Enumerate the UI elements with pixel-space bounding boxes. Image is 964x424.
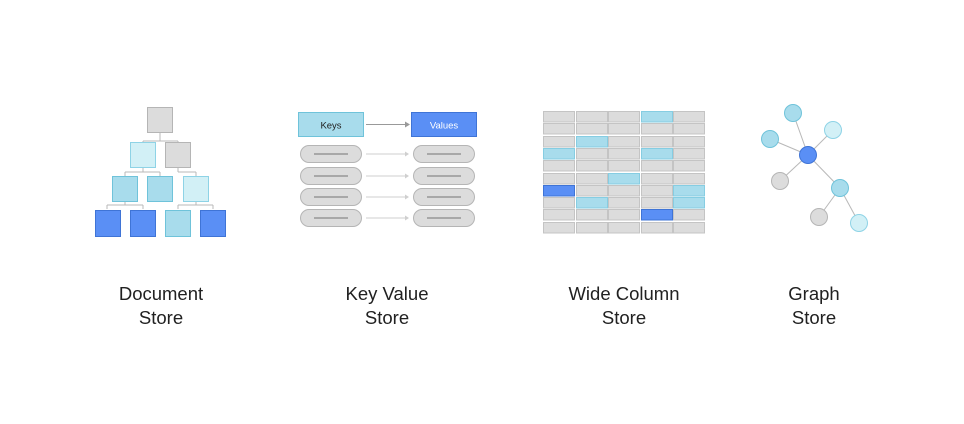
values-box	[411, 112, 477, 137]
document-node	[130, 210, 156, 237]
column-cell	[641, 173, 673, 185]
caption-line: Wide Column	[568, 283, 680, 304]
document-node	[95, 210, 121, 237]
caption-line: Store	[791, 307, 837, 328]
graph-node	[799, 146, 817, 164]
caption-line: Store	[601, 307, 647, 328]
column-cell	[608, 222, 640, 234]
document-store-diagram	[106, 133, 214, 209]
column-cell	[543, 185, 575, 197]
caption-line: Store	[364, 307, 410, 328]
values-label: Values	[430, 121, 459, 132]
graph-node	[784, 104, 802, 122]
kv-arrow-head	[405, 173, 409, 179]
wide-column-store-diagram	[543, 111, 705, 234]
column-cell	[576, 148, 608, 160]
column-cell	[543, 209, 575, 221]
column-cell	[641, 222, 673, 234]
graph-node	[761, 130, 779, 148]
column-cell	[576, 222, 608, 234]
column-cell	[543, 123, 575, 135]
column-cell	[543, 197, 575, 209]
document-node	[165, 142, 191, 168]
column-cell	[608, 111, 640, 123]
column-cell	[673, 123, 705, 135]
column-cell	[543, 173, 575, 185]
column-cell	[608, 197, 640, 209]
column-cell	[641, 136, 673, 148]
column-cell	[576, 123, 608, 135]
caption-line: Store	[138, 307, 184, 328]
column-cell	[576, 111, 608, 123]
caption-line: Key Value	[345, 283, 429, 304]
kv-pairs	[300, 145, 475, 227]
column-cell	[641, 197, 673, 209]
column-cell	[608, 160, 640, 172]
column-cell	[543, 222, 575, 234]
column-cell	[608, 123, 640, 135]
keys-box	[298, 112, 364, 137]
column-cell	[641, 123, 673, 135]
column-cell	[543, 136, 575, 148]
document-node	[147, 107, 173, 133]
key-value-store-diagram: Keys Values	[298, 112, 477, 227]
column-cell	[673, 209, 705, 221]
document-node	[183, 176, 209, 202]
wide-column-store-caption: Wide Column Store	[534, 282, 714, 330]
graph-store-caption: Graph Store	[724, 282, 904, 330]
column-cell	[673, 222, 705, 234]
graph-node	[850, 214, 868, 232]
column-cell	[576, 173, 608, 185]
keys-label: Keys	[320, 121, 341, 132]
document-node	[130, 142, 156, 168]
column-cell	[641, 209, 673, 221]
column-cell	[673, 136, 705, 148]
graph-edges	[769, 112, 860, 224]
graph-store-diagram	[761, 104, 868, 232]
column-cell	[608, 136, 640, 148]
column-cell	[608, 148, 640, 160]
document-node	[165, 210, 191, 237]
column-cell	[608, 185, 640, 197]
graph-node	[831, 179, 849, 197]
column-cell	[641, 148, 673, 160]
column-cell	[673, 197, 705, 209]
column-cell	[543, 160, 575, 172]
key-value-store-caption: Key Value Store	[297, 282, 477, 330]
column-cell	[576, 136, 608, 148]
document-store-nodes	[95, 107, 226, 237]
column-cell	[543, 111, 575, 123]
column-cell	[543, 148, 575, 160]
column-cell	[576, 209, 608, 221]
column-cell	[641, 185, 673, 197]
column-cell	[576, 185, 608, 197]
column-cell	[673, 160, 705, 172]
caption-line: Graph	[788, 283, 840, 304]
graph-node	[771, 172, 789, 190]
column-cell	[576, 160, 608, 172]
kv-arrow-head	[405, 151, 409, 157]
kv-arrow-head	[405, 215, 409, 221]
document-node	[147, 176, 173, 202]
column-cell	[641, 160, 673, 172]
column-cell	[673, 111, 705, 123]
column-cell	[608, 173, 640, 185]
column-cell	[673, 173, 705, 185]
document-node	[200, 210, 226, 237]
column-cell	[673, 148, 705, 160]
graph-node	[824, 121, 842, 139]
document-store-caption: Document Store	[71, 282, 251, 330]
caption-line: Document	[118, 283, 204, 304]
column-cell	[608, 209, 640, 221]
document-node	[112, 176, 138, 202]
column-cell	[673, 185, 705, 197]
kv-arrow-head	[405, 121, 410, 128]
graph-node	[810, 208, 828, 226]
column-cell	[641, 111, 673, 123]
kv-arrow-head	[405, 194, 409, 200]
column-cell	[576, 197, 608, 209]
